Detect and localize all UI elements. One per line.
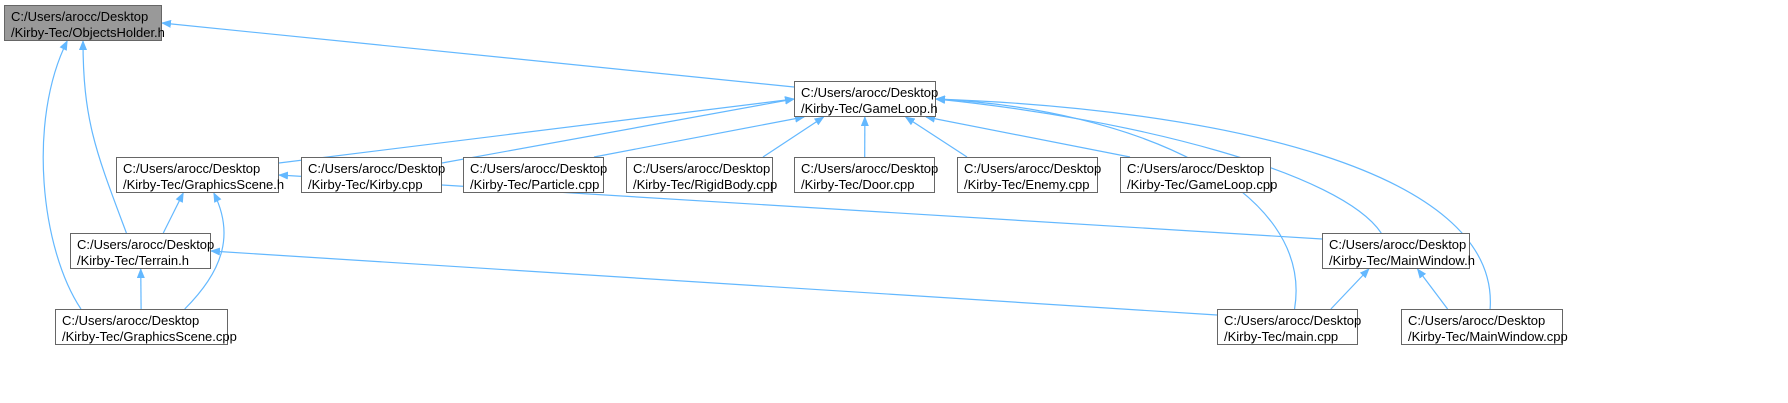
node-path-line1: C:/Users/arocc/Desktop	[11, 9, 149, 24]
edge-main_cpp-to-terrain_h	[210, 247, 1218, 316]
node-graphicsscene-h[interactable]: C:/Users/arocc/Desktop /Kirby-Tec/Graphi…	[116, 157, 285, 193]
node-path-line1: C:/Users/arocc/Desktop	[633, 161, 771, 176]
edge-enemy_cpp-to-gameloop_h	[904, 116, 968, 158]
edge-gameloop_h-to-objectsholder_h	[161, 19, 795, 88]
node-path-line2: /Kirby-Tec/Terrain.h	[77, 253, 189, 268]
edge-main_cpp-to-gameloop_h	[935, 95, 1297, 310]
edge-terrain_h-to-objectsholder_h	[79, 40, 127, 234]
node-path-line1: C:/Users/arocc/Desktop	[801, 85, 939, 100]
edge-graphicsscene_h-to-gameloop_h	[278, 96, 795, 164]
node-path-line2: /Kirby-Tec/main.cpp	[1224, 329, 1339, 344]
node-path-line2: /Kirby-Tec/MainWindow.h	[1329, 253, 1475, 268]
node-rigidbody-cpp[interactable]: C:/Users/arocc/Desktop /Kirby-Tec/RigidB…	[626, 157, 778, 193]
node-path-line1: C:/Users/arocc/Desktop	[1329, 237, 1467, 252]
node-mainwindow-cpp[interactable]: C:/Users/arocc/Desktop /Kirby-Tec/MainWi…	[1401, 309, 1568, 345]
node-particle-cpp[interactable]: C:/Users/arocc/Desktop /Kirby-Tec/Partic…	[463, 157, 608, 193]
edge-graphicsscene_cpp-to-graphicsscene_h	[184, 192, 225, 310]
edge-mainwindow_h-to-gameloop_h	[935, 95, 1382, 234]
node-path-line2: /Kirby-Tec/GraphicsScene.h	[123, 177, 285, 192]
node-path-line1: C:/Users/arocc/Desktop	[964, 161, 1102, 176]
edge-layer	[42, 19, 1491, 316]
node-path-line2: /Kirby-Tec/Enemy.cpp	[964, 177, 1090, 192]
edge-mainwindow_h-to-graphicsscene_h	[278, 171, 1323, 240]
node-terrain-h[interactable]: C:/Users/arocc/Desktop /Kirby-Tec/Terrai…	[70, 233, 215, 269]
node-path-line2: /Kirby-Tec/Kirby.cpp	[308, 177, 423, 192]
edge-particle_cpp-to-gameloop_h	[593, 114, 805, 158]
node-path-line2: /Kirby-Tec/GameLoop.h	[801, 101, 938, 116]
node-path-line1: C:/Users/arocc/Desktop	[801, 161, 939, 176]
node-path-line1: C:/Users/arocc/Desktop	[308, 161, 446, 176]
node-main-cpp[interactable]: C:/Users/arocc/Desktop /Kirby-Tec/main.c…	[1217, 309, 1362, 345]
node-path-line1: C:/Users/arocc/Desktop	[1408, 313, 1546, 328]
edge-terrain_h-to-graphicsscene_h	[162, 192, 184, 234]
edge-main_cpp-to-mainwindow_h	[1330, 268, 1370, 310]
node-path-line2: /Kirby-Tec/Door.cpp	[801, 177, 915, 192]
node-graphicsscene-cpp[interactable]: C:/Users/arocc/Desktop /Kirby-Tec/Graphi…	[55, 309, 237, 345]
node-path-line2: /Kirby-Tec/RigidBody.cpp	[633, 177, 778, 192]
node-door-cpp[interactable]: C:/Users/arocc/Desktop /Kirby-Tec/Door.c…	[794, 157, 939, 193]
node-gameloop-h[interactable]: C:/Users/arocc/Desktop /Kirby-Tec/GameLo…	[794, 81, 939, 117]
node-path-line2: /Kirby-Tec/Particle.cpp	[470, 177, 600, 192]
edge-graphicsscene_cpp-to-objectsholder_h	[42, 40, 82, 310]
node-kirby-cpp[interactable]: C:/Users/arocc/Desktop /Kirby-Tec/Kirby.…	[301, 157, 446, 193]
edge-gameloop_cpp-to-gameloop_h	[925, 114, 1131, 158]
node-gameloop-cpp[interactable]: C:/Users/arocc/Desktop /Kirby-Tec/GameLo…	[1120, 157, 1278, 193]
node-path-line1: C:/Users/arocc/Desktop	[470, 161, 608, 176]
node-path-line2: /Kirby-Tec/ObjectsHolder.h	[11, 25, 165, 40]
node-path-line2: /Kirby-Tec/MainWindow.cpp	[1408, 329, 1568, 344]
node-path-line2: /Kirby-Tec/GraphicsScene.cpp	[62, 329, 237, 344]
node-path-line1: C:/Users/arocc/Desktop	[77, 237, 215, 252]
node-path-line1: C:/Users/arocc/Desktop	[1224, 313, 1362, 328]
edge-kirby_cpp-to-gameloop_h	[441, 96, 795, 164]
node-enemy-cpp[interactable]: C:/Users/arocc/Desktop /Kirby-Tec/Enemy.…	[957, 157, 1102, 193]
node-mainwindow-h[interactable]: C:/Users/arocc/Desktop /Kirby-Tec/MainWi…	[1322, 233, 1475, 269]
node-objectsholder-h[interactable]: C:/Users/arocc/Desktop /Kirby-Tec/Object…	[4, 5, 165, 41]
node-path-line2: /Kirby-Tec/GameLoop.cpp	[1127, 177, 1278, 192]
node-path-line1: C:/Users/arocc/Desktop	[62, 313, 200, 328]
node-path-line1: C:/Users/arocc/Desktop	[1127, 161, 1265, 176]
edge-mainwindow_cpp-to-mainwindow_h	[1416, 268, 1449, 310]
node-path-line1: C:/Users/arocc/Desktop	[123, 161, 261, 176]
edge-rigidbody_cpp-to-gameloop_h	[762, 116, 825, 158]
edge-mainwindow_cpp-to-gameloop_h	[935, 95, 1491, 310]
